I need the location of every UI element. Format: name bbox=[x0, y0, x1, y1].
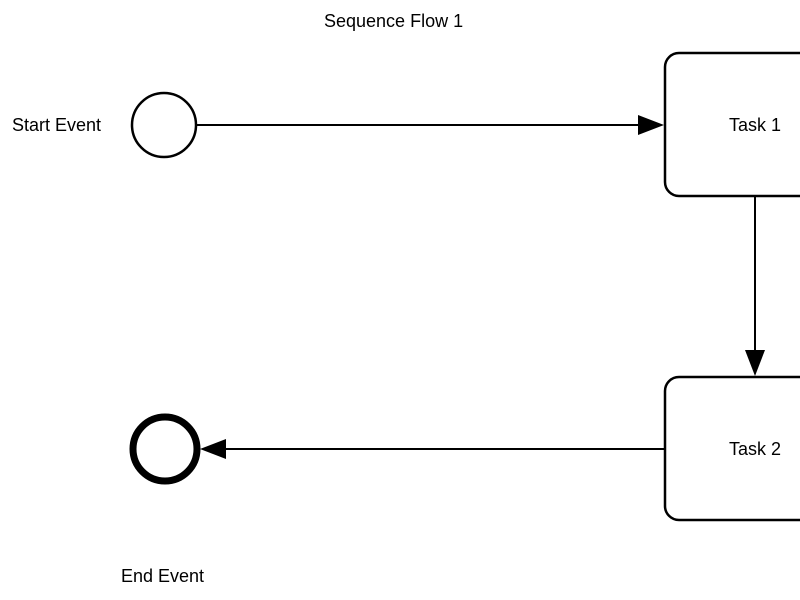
sequence-flow-arrowhead-task1 bbox=[638, 115, 664, 135]
task-2[interactable] bbox=[663, 375, 800, 522]
sequence-flow-label: Sequence Flow 1 bbox=[324, 11, 464, 31]
sequence-flow-arrowhead-task2 bbox=[745, 350, 765, 376]
task-2-label: Task 2 bbox=[729, 439, 782, 459]
end-event-label: End Event bbox=[121, 566, 205, 586]
task-1[interactable] bbox=[663, 51, 800, 198]
start-event[interactable] bbox=[130, 91, 198, 159]
start-event-label: Start Event bbox=[12, 115, 102, 135]
task-1-label: Task 1 bbox=[729, 115, 782, 135]
sequence-flow-arrowhead-end bbox=[200, 439, 226, 459]
end-event[interactable] bbox=[129, 413, 201, 485]
